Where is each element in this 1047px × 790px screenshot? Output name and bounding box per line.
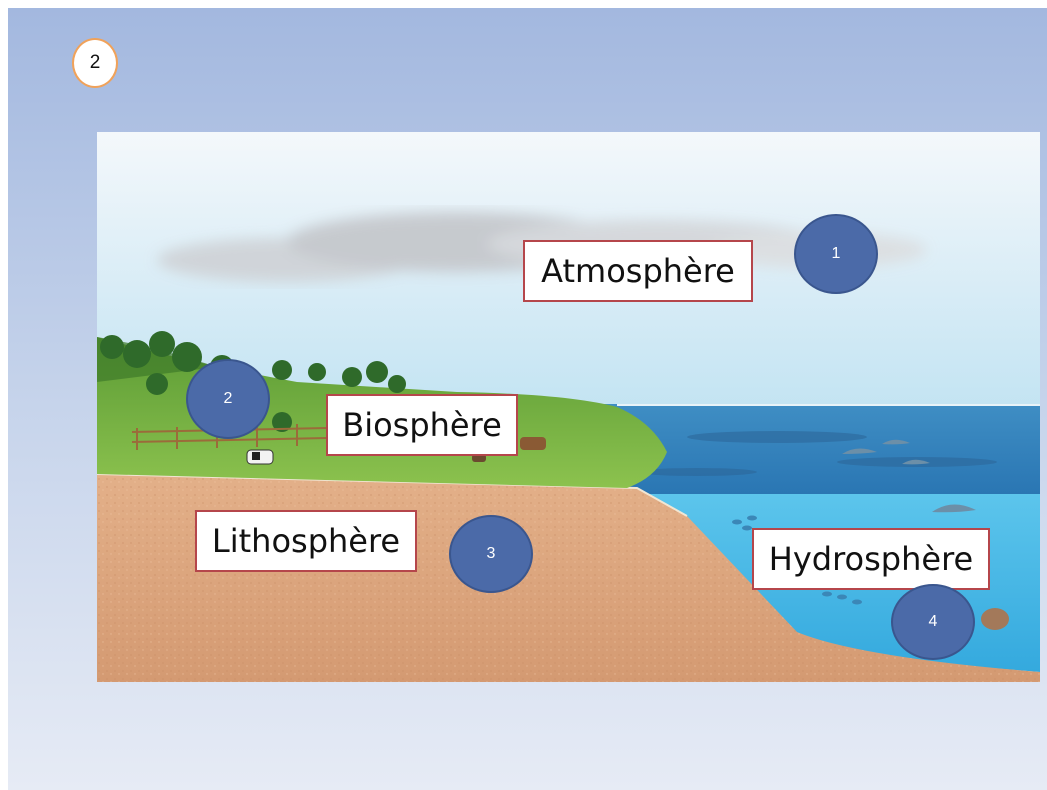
label-biosphere: Biosphère (326, 394, 518, 456)
cows (246, 437, 546, 465)
dolphins (842, 439, 976, 513)
slide-number-badge: 2 (72, 38, 118, 88)
marker-lithosphere: 3 (449, 515, 533, 593)
marker-atmosphere: 1 (794, 214, 878, 294)
shell (981, 608, 1009, 630)
label-hydrosphere: Hydrosphère (752, 528, 990, 590)
marker-biosphere: 2 (186, 359, 270, 439)
marker-hydrosphere: 4 (891, 584, 975, 660)
label-atmosphere: Atmosphère (523, 240, 753, 302)
earth-spheres-illustration: Atmosphère 1 Biosphère 2 Lithosphère 3 H… (97, 132, 1040, 682)
slide: 2 (8, 8, 1047, 790)
fish (732, 515, 862, 605)
sea (597, 404, 1040, 494)
label-lithosphere: Lithosphère (195, 510, 417, 572)
